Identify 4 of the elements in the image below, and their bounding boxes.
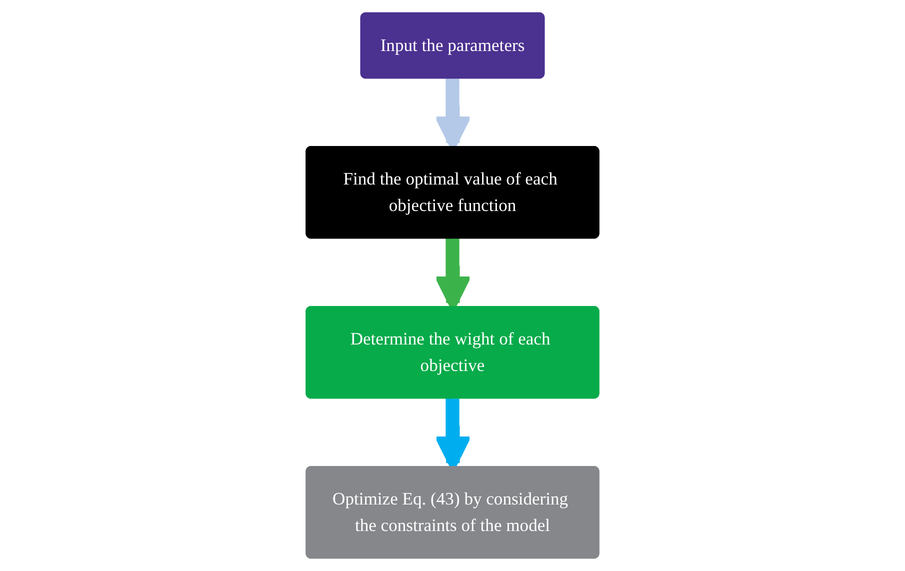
process-box: Input the parameters (360, 12, 545, 79)
process-box: Find the optimal value of each objective function (306, 146, 600, 239)
process-box: Determine the wight of each objective (306, 306, 600, 399)
process-box: Optimize Eq. (43) by considering the constraints of the model (306, 466, 600, 559)
